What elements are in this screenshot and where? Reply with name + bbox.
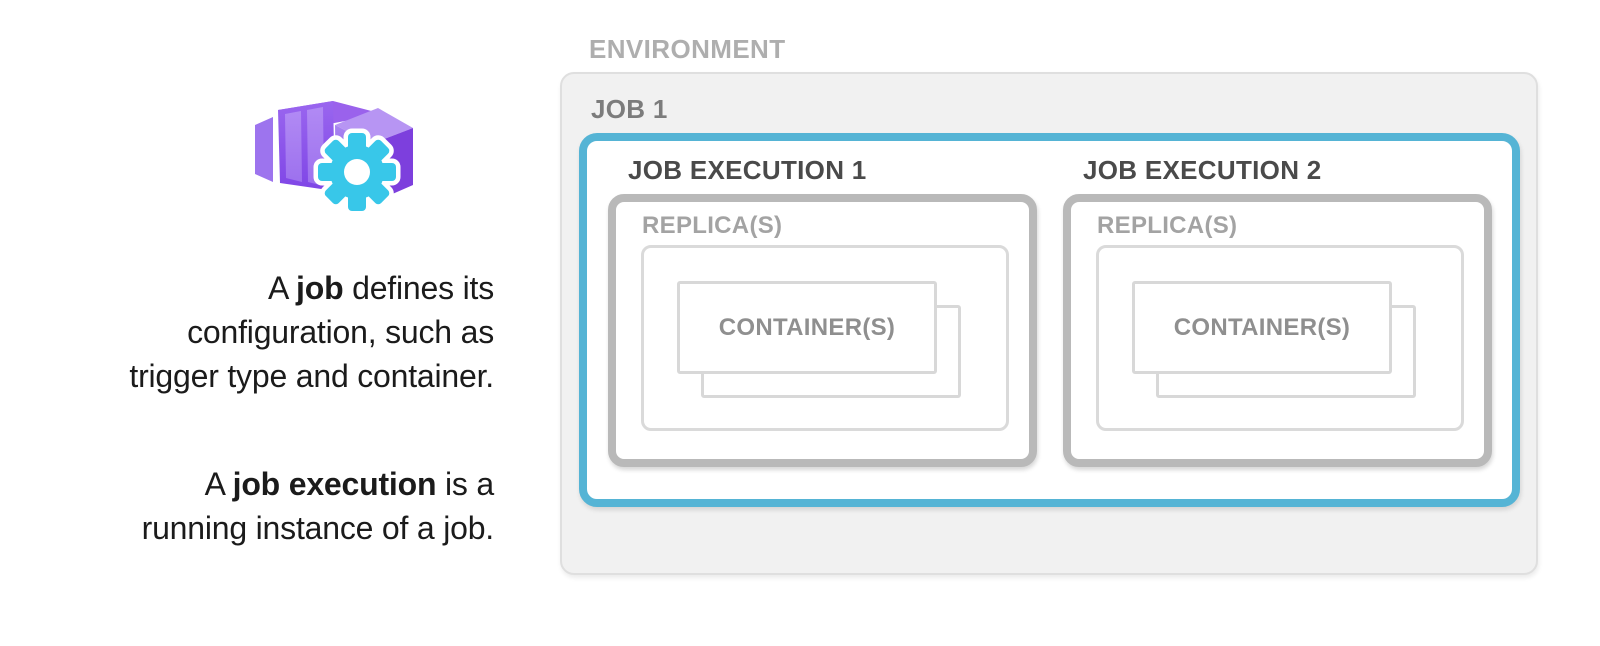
job-box: JOB EXECUTION 1 REPLICA(S) CONTAINER(S) … [579, 133, 1520, 507]
replica-box: CONTAINER(S) [641, 245, 1009, 431]
environment-box: JOB 1 JOB EXECUTION 1 REPLICA(S) CONTAIN… [560, 72, 1538, 575]
job-execution-1: JOB EXECUTION 1 REPLICA(S) CONTAINER(S) [608, 155, 1037, 499]
container-apps-job-icon [255, 101, 413, 216]
job-execution-box: REPLICA(S) CONTAINER(S) [1063, 194, 1492, 467]
job-execution-box: REPLICA(S) CONTAINER(S) [608, 194, 1037, 467]
caption-line: A job execution is a [204, 466, 495, 502]
job-execution-2: JOB EXECUTION 2 REPLICA(S) CONTAINER(S) [1063, 155, 1492, 499]
container-box-front: CONTAINER(S) [677, 281, 937, 374]
job-label: JOB 1 [591, 94, 668, 124]
job-execution-label: JOB EXECUTION 1 [628, 155, 867, 185]
caption-line: running instance of a job. [141, 510, 495, 546]
caption-line: trigger type and container. [129, 358, 494, 394]
icon-left-slab [255, 117, 273, 182]
replica-label: REPLICA(S) [1097, 212, 1238, 239]
gear-icon [313, 128, 401, 216]
container-box-front: CONTAINER(S) [1132, 281, 1392, 374]
caption-text: A job defines its configuration, such as… [40, 266, 494, 550]
job-execution-label: JOB EXECUTION 2 [1083, 155, 1322, 185]
environment-label: ENVIRONMENT [589, 34, 786, 64]
caption-paragraph-job: A job defines its configuration, such as… [40, 266, 494, 398]
icon-main-box-panel [285, 111, 302, 182]
caption-paragraph-job-execution: A job execution is a running instance of… [40, 462, 495, 550]
caption-line: configuration, such as [187, 314, 494, 350]
replica-label: REPLICA(S) [642, 212, 783, 239]
replica-box: CONTAINER(S) [1096, 245, 1464, 431]
caption-line: A job defines its [267, 270, 494, 306]
